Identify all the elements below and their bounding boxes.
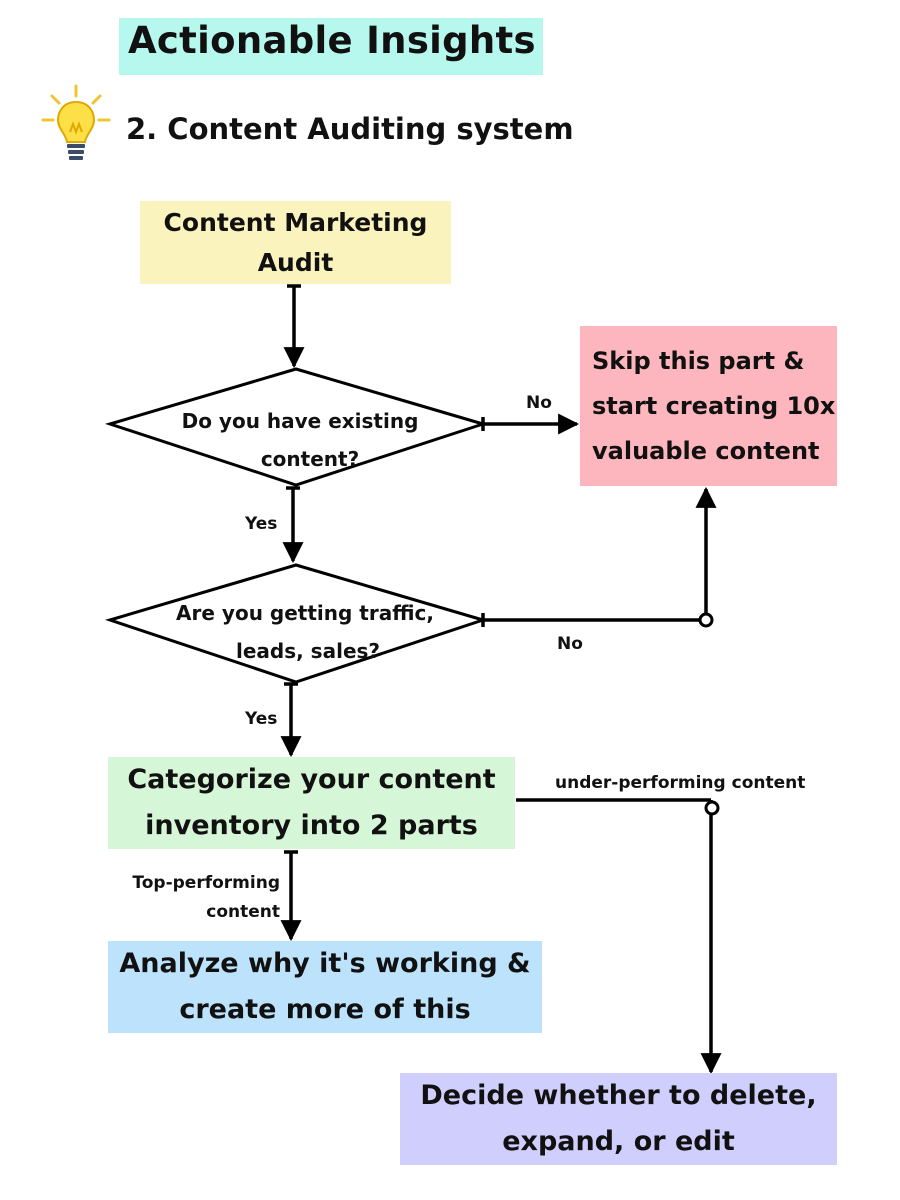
lightbulb-icon: [41, 84, 111, 160]
decision-traffic-line2: leads, sales?: [235, 639, 381, 663]
node-decide-line2: expand, or edit: [502, 1126, 735, 1157]
node-categorize-line1: Categorize your content: [127, 764, 496, 795]
node-categorize-line2: inventory into 2 parts: [145, 810, 478, 841]
edge-label-yes-traffic: Yes: [245, 709, 278, 729]
decision-traffic-text: Are you getting traffic, leads, sales?: [155, 594, 455, 670]
node-skip: Skip this part & start creating 10x valu…: [580, 326, 837, 486]
node-analyze-line2: create more of this: [179, 994, 471, 1025]
edge-label-top-performing-line2: content: [206, 902, 280, 922]
page-title: Actionable Insights: [128, 19, 536, 62]
decision-existing-text: Do you have existing content?: [160, 402, 440, 478]
node-audit-line2: Audit: [257, 247, 334, 277]
edge-label-under-performing: under-performing content: [555, 773, 806, 793]
node-decide: Decide whether to delete, expand, or edi…: [400, 1073, 837, 1165]
node-skip-line2: start creating 10x: [592, 391, 836, 420]
title-banner: [119, 18, 543, 75]
junction-dot-1: [698, 612, 714, 628]
decision-existing-line1: Do you have existing: [181, 409, 419, 433]
node-content-marketing-audit: Content Marketing Audit: [140, 201, 451, 284]
edge-label-no-existing: No: [526, 393, 552, 413]
edge-label-top-performing-line1: Top-performing: [132, 873, 280, 893]
node-analyze: Analyze why it's working & create more o…: [108, 941, 542, 1033]
edge-label-no-traffic: No: [557, 634, 583, 654]
node-skip-line1: Skip this part &: [592, 346, 805, 375]
decision-existing-line2: content?: [260, 447, 360, 471]
node-categorize: Categorize your content inventory into 2…: [108, 757, 515, 849]
node-analyze-line1: Analyze why it's working &: [119, 948, 531, 979]
node-audit-line1: Content Marketing: [163, 207, 428, 237]
decision-traffic-line1: Are you getting traffic,: [176, 601, 434, 625]
page-subtitle: 2. Content Auditing system: [126, 112, 574, 146]
node-decide-line1: Decide whether to delete,: [420, 1080, 817, 1111]
edge-label-yes-existing: Yes: [245, 514, 278, 534]
edge-label-top-performing: Top-performing content: [112, 869, 280, 927]
junction-dot-2: [704, 800, 720, 816]
node-skip-line3: valuable content: [592, 436, 820, 465]
